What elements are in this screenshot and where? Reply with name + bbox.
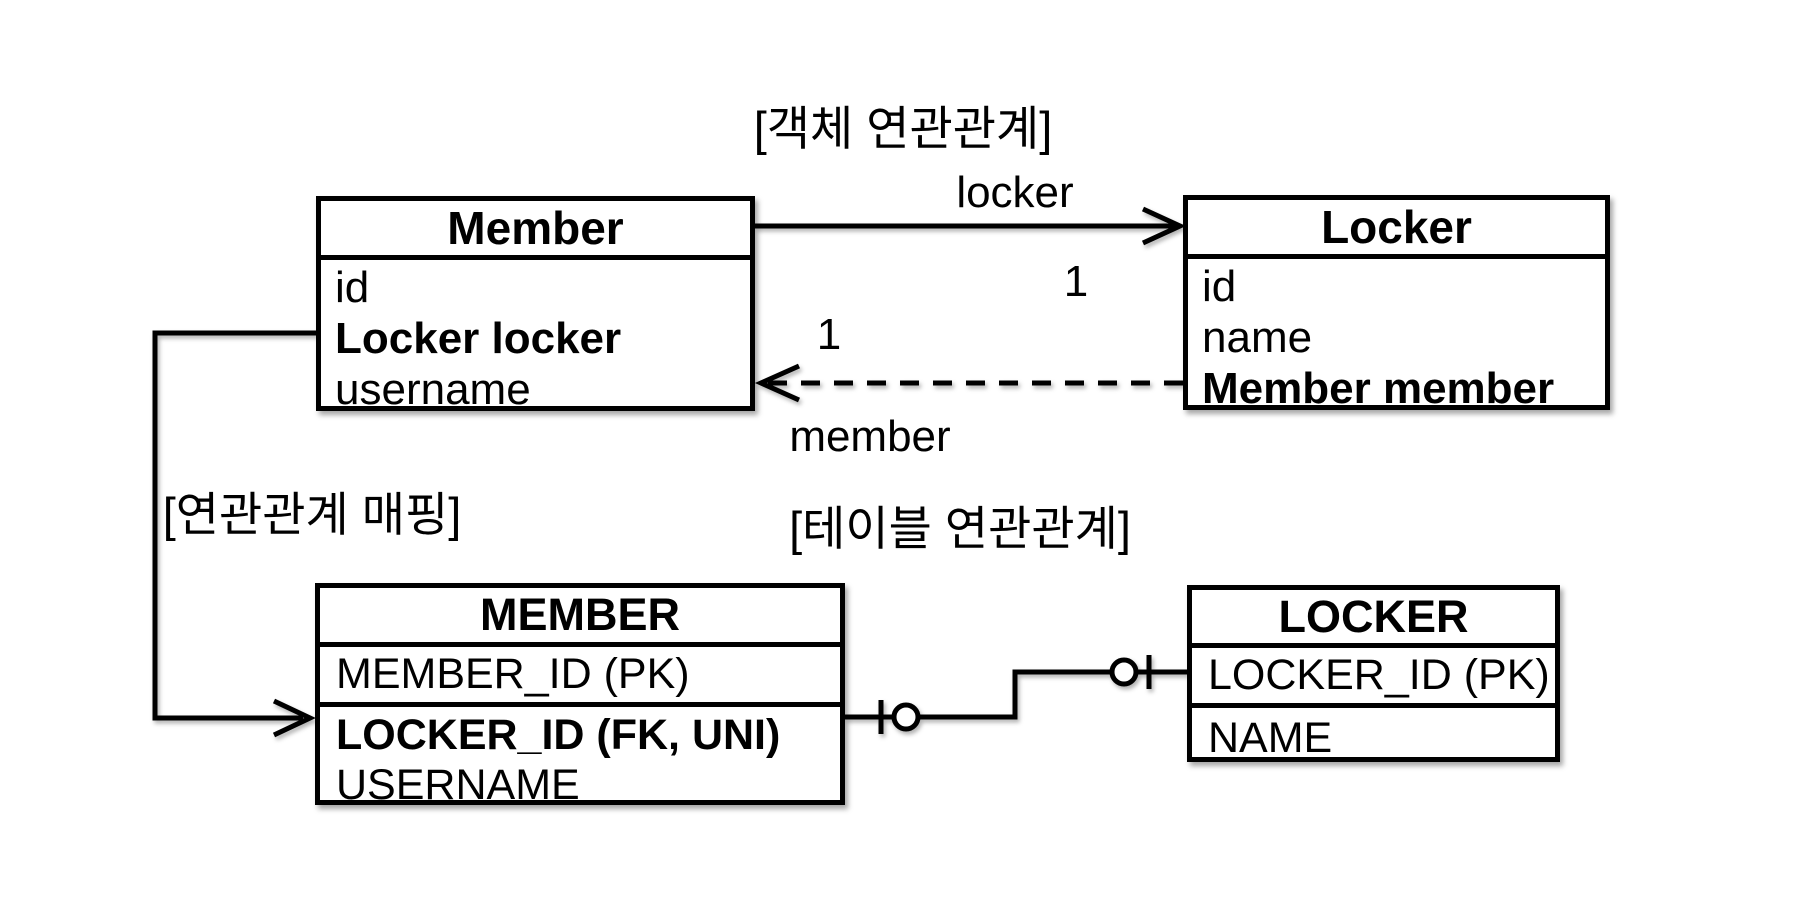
member-field-id: id (335, 263, 370, 312)
label-association-mapping: [연관관계 매핑] (162, 488, 462, 541)
locker-table-box: LOCKER LOCKER_ID (PK) NAME (1187, 585, 1560, 762)
member-table-compartment: LOCKER_ID (FK, UNI) USERNAME (320, 707, 840, 810)
mapping-arrow (152, 330, 316, 738)
label-table-association: [테이블 연관관계] (789, 502, 1131, 555)
locker-class-fields: id name Member member (1188, 259, 1605, 414)
locker-association-label: locker (956, 168, 1074, 217)
label-object-association: [객체 연관관계] (753, 102, 1053, 155)
member-class-box: Member id Locker locker username (316, 196, 755, 414)
member-table-title: MEMBER (320, 588, 840, 647)
member-field-username: username (335, 365, 531, 414)
locker-column-locker-id: LOCKER_ID (PK) (1192, 648, 1555, 708)
member-association-label: member (789, 412, 951, 461)
member-column-locker-id: LOCKER_ID (FK, UNI) (336, 711, 781, 759)
locker-column-name: NAME (1208, 713, 1333, 762)
locker-field-id: id (1202, 262, 1237, 311)
member-column-member-id: MEMBER_ID (PK) (320, 647, 840, 707)
locker-field-name: name (1202, 313, 1313, 362)
member-column-username: USERNAME (336, 761, 580, 809)
table-join-connector (845, 655, 1187, 734)
member-table-box: MEMBER MEMBER_ID (PK) LOCKER_ID (FK, UNI… (315, 583, 845, 809)
object-association-arrow (755, 206, 1186, 246)
locker-multiplicity: 1 (1063, 257, 1089, 306)
member-field-locker: Locker locker (335, 314, 622, 363)
locker-class-box: Locker id name Member member (1183, 195, 1610, 413)
locker-table-title: LOCKER (1192, 590, 1555, 648)
member-multiplicity: 1 (816, 310, 842, 359)
locker-class-title: Locker (1188, 200, 1605, 259)
member-class-title: Member (321, 201, 750, 260)
member-reference-dashed-arrow (754, 363, 1183, 403)
locker-field-member: Member member (1202, 364, 1555, 413)
member-class-fields: id Locker locker username (321, 260, 750, 415)
